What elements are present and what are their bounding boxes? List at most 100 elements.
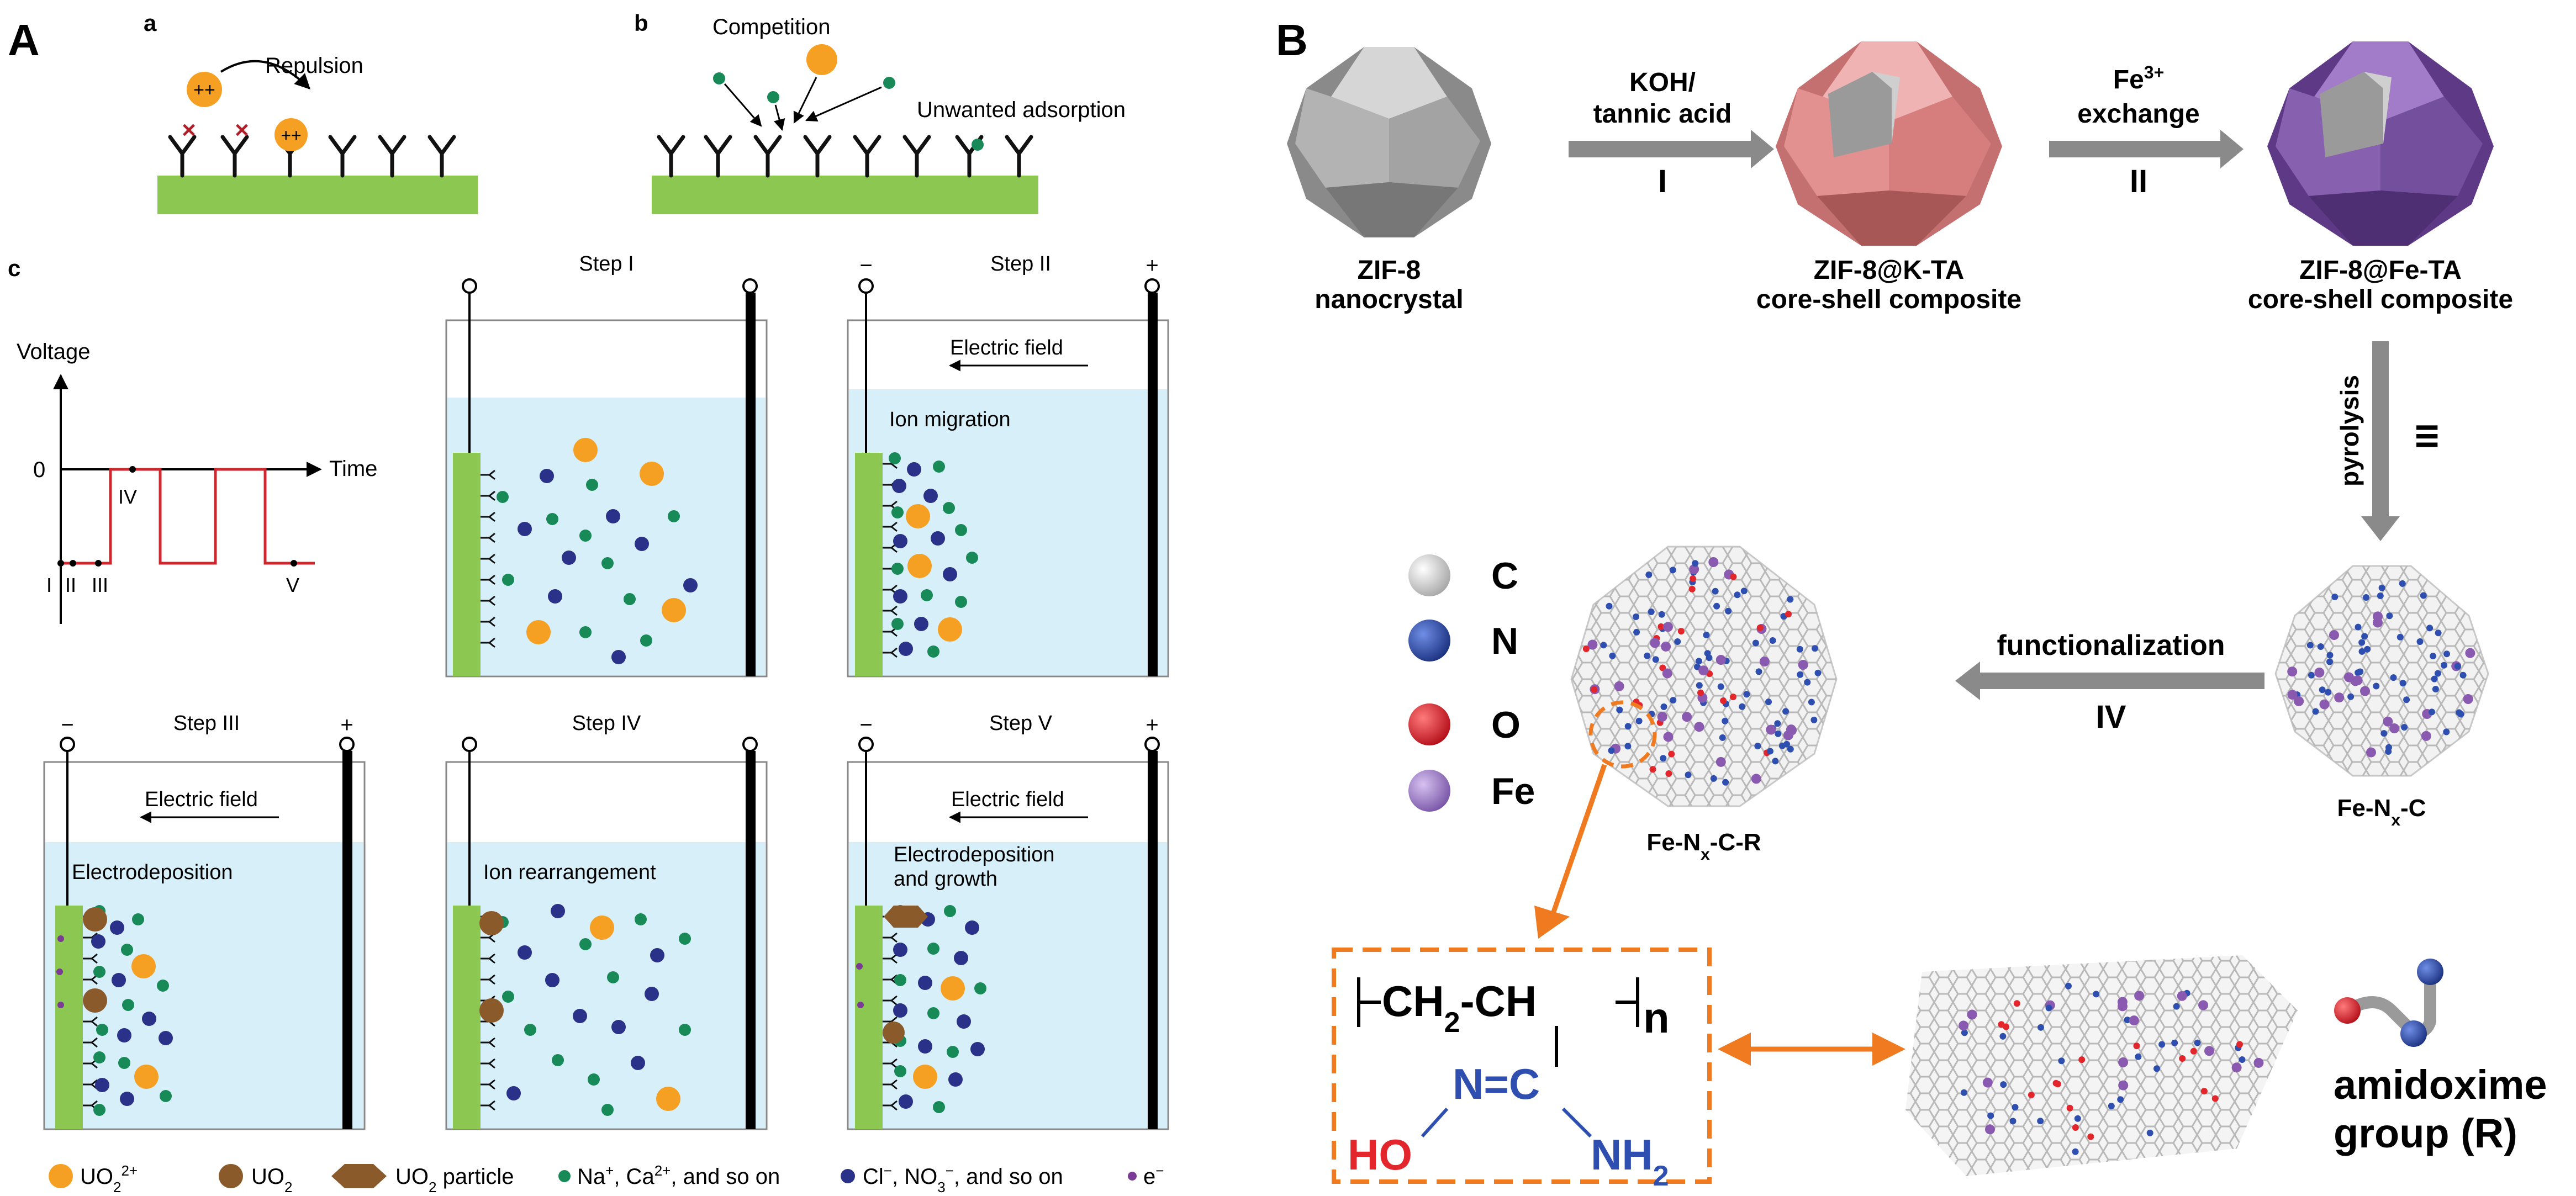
uo2-deposit	[883, 1022, 905, 1044]
atom-dot	[1697, 689, 1704, 696]
step-2-plus: +	[1146, 253, 1158, 278]
receptor	[481, 469, 495, 480]
step-1-number: I	[1658, 163, 1667, 199]
atom-dot	[2253, 1057, 2264, 1068]
receptor	[883, 647, 898, 658]
atom-dot	[1657, 712, 1667, 722]
atom-dot	[2432, 686, 2439, 692]
step-4-electrode	[453, 906, 481, 1129]
atom-dot	[2146, 1129, 2153, 1136]
cation	[586, 479, 598, 491]
anion	[923, 489, 938, 503]
antibody	[220, 135, 249, 178]
atom-dot	[1987, 1112, 1994, 1119]
atom-dot	[2211, 1095, 2219, 1102]
polymer-backbone: CH2-CH	[1382, 977, 1537, 1039]
atom-dot	[1967, 1009, 1977, 1020]
step-4-number: IV	[2096, 699, 2126, 735]
atom-dot	[2385, 748, 2392, 755]
atom-dot	[1614, 681, 1624, 691]
legend-electron: e−	[1143, 1162, 1164, 1189]
competition-label: Competition	[712, 15, 830, 39]
feta-label-2: core-shell composite	[2248, 285, 2513, 314]
cation	[546, 513, 558, 525]
cation	[635, 913, 647, 925]
atom-dot	[2443, 728, 2450, 735]
uranyl-ion	[656, 1087, 680, 1111]
atom-dot	[1755, 668, 1762, 675]
atom-dot	[1665, 770, 1672, 777]
uranyl-ion	[938, 617, 962, 642]
cation	[579, 530, 592, 542]
atom-dot	[2124, 1017, 2131, 1024]
anion	[573, 1009, 587, 1023]
atom-dot	[2399, 680, 2406, 687]
atom-dot	[2373, 682, 2380, 690]
atom-dot	[1814, 669, 1822, 676]
atom-dot	[1692, 560, 1699, 567]
legend-uo2-marker	[219, 1164, 243, 1188]
cation	[624, 593, 636, 605]
atom-dot	[2173, 1003, 2180, 1010]
cation	[640, 634, 652, 647]
fenxcr-particle	[1570, 546, 1838, 807]
atom-dot	[2118, 1080, 2129, 1091]
atom-legend: C N O Fe	[1408, 554, 1535, 812]
step-3-cell: Step III − + Electric field Electrodepos…	[43, 712, 366, 1130]
zoom-circle	[1588, 700, 1657, 769]
point-III: III	[92, 574, 108, 596]
uranyl-ion	[640, 462, 664, 486]
electron	[856, 963, 863, 970]
anion	[893, 1003, 907, 1018]
step-5-caption-1: Electrodeposition	[894, 843, 1055, 866]
receptor	[481, 574, 495, 585]
atom-dot	[2399, 580, 2406, 587]
cation	[894, 974, 906, 986]
step-5-plus: +	[1146, 713, 1158, 737]
atom-dot	[2312, 708, 2319, 715]
receptor	[83, 953, 98, 964]
atom-dot	[2347, 693, 2355, 700]
cation	[955, 596, 967, 608]
antibody	[657, 135, 685, 178]
cation	[524, 1024, 536, 1036]
atom-dot	[1652, 656, 1659, 663]
atom-dot	[2319, 699, 2330, 710]
uranyl-ion	[913, 1065, 937, 1089]
cation	[933, 1101, 945, 1113]
receptor	[883, 1079, 898, 1090]
atom-dot	[2065, 982, 2072, 989]
feta-label-1: ZIF-8@Fe-TA	[2299, 256, 2462, 285]
atom-dot	[2317, 643, 2324, 650]
atom-dot	[2457, 711, 2464, 718]
atom-dot	[2331, 594, 2339, 600]
atom-dot	[1660, 703, 1667, 710]
step-3-ions	[56, 905, 173, 1116]
atom-dot	[1804, 679, 1811, 686]
atom-dot	[2431, 675, 2438, 682]
atom-dot	[1743, 691, 1750, 698]
atom-dot	[2373, 611, 2383, 622]
cation	[927, 943, 939, 955]
anion	[914, 617, 928, 631]
waveform-line	[61, 468, 315, 565]
atom-dot	[1797, 671, 1804, 678]
cation	[132, 913, 144, 925]
atom-dot	[2383, 716, 2393, 727]
atom-dot	[1606, 602, 1613, 610]
atom-dot	[2037, 1024, 2044, 1031]
anion	[899, 642, 913, 656]
atom-dot	[2204, 1046, 2214, 1056]
comp-arrow-3	[793, 77, 817, 124]
cation	[601, 557, 614, 569]
atom-dot	[1650, 638, 1660, 648]
atom-dot	[2454, 663, 2461, 670]
step-4-arrow: functionalization IV	[1955, 629, 2264, 735]
cation	[122, 999, 134, 1011]
receptor	[481, 1100, 495, 1111]
uo2-deposit	[83, 907, 107, 932]
atom-dot	[1715, 655, 1726, 665]
atom-dot	[1717, 683, 1724, 690]
anion	[110, 920, 124, 935]
competing-ion-1	[713, 72, 725, 84]
